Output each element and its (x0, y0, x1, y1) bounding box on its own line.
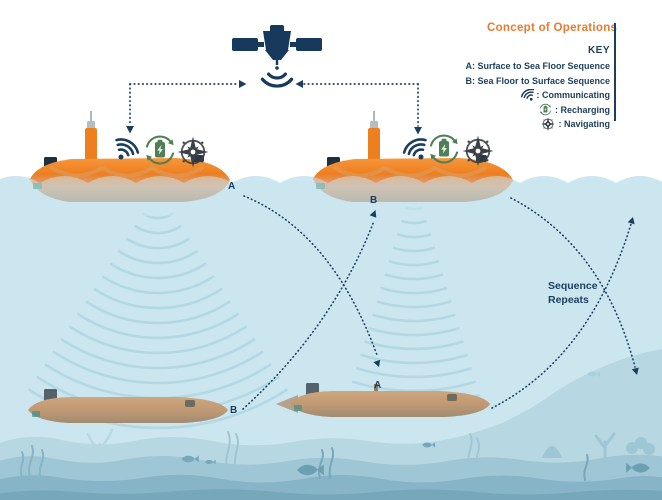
battery-recharge-icon (539, 104, 552, 116)
comm-link-left (129, 83, 239, 126)
key-heading: KEY (587, 45, 610, 56)
label-a-surface: A (228, 181, 236, 192)
coral-branch (86, 428, 114, 464)
coral-bush (626, 437, 655, 455)
wave-overlay (0, 176, 662, 216)
key-item-navigating: : Navigating (465, 117, 610, 132)
comm-link-arrowheads (126, 80, 422, 135)
key-item-a-sequence: A: Surface to Sea Floor Sequence (465, 61, 610, 72)
sequence-paths (242, 195, 636, 410)
key-divider (614, 23, 616, 121)
wifi-signal-icon (520, 89, 534, 102)
sequence-repeat-path-down (510, 197, 636, 368)
label-a-seafloor: A (374, 380, 382, 391)
sequence-repeat-path-up (491, 223, 632, 409)
key-panel: KEY A: Surface to Sea Floor Sequence B: … (465, 45, 610, 132)
satellite-icon (232, 25, 322, 70)
label-b-seafloor: B (230, 405, 238, 416)
seaweed (225, 431, 616, 473)
sequence-arrowheads (369, 210, 639, 375)
comm-link-right (303, 83, 419, 127)
sequence-repeats-label: Sequence Repeats (548, 280, 598, 306)
coral-fan (542, 446, 562, 458)
label-b-surface: B (370, 195, 378, 206)
sea-grass (19, 445, 589, 481)
key-item-communicating: : Communicating (465, 88, 610, 103)
key-item-recharging: : Recharging (465, 103, 610, 118)
diagram-title: Concept of Operations (487, 22, 618, 34)
seafloor (0, 349, 662, 500)
satellite-signal (260, 72, 294, 88)
wifi-signal-icon-right (402, 138, 427, 161)
key-item-b-sequence: B: Sea Floor to Surface Sequence (465, 75, 610, 86)
compass-rose-icon (541, 117, 556, 132)
seafloor-submarine-right (276, 383, 490, 417)
wifi-signal-icon-left (115, 138, 140, 161)
